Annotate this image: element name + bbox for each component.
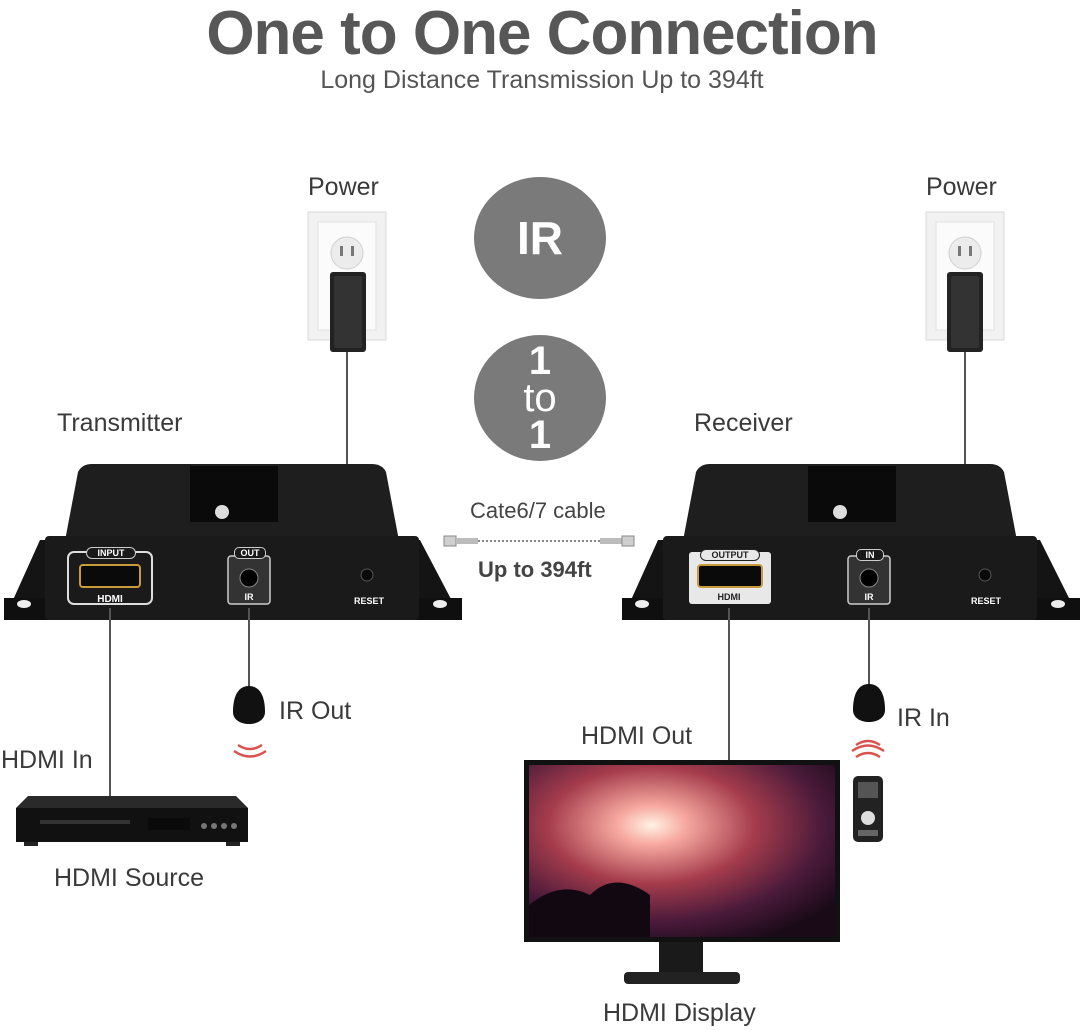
tx-port-out-label: OUT — [234, 547, 266, 559]
ratio-badge-top: 1 — [528, 339, 552, 383]
ratio-badge-bottom: 1 — [528, 413, 552, 457]
ir-badge: IR — [474, 177, 606, 299]
tx-port-ir-label: IR — [244, 592, 254, 602]
tx-port-input-label: INPUT — [86, 547, 136, 559]
rx-power-outlet — [925, 211, 1005, 352]
rx-reset-label: RESET — [970, 596, 1001, 606]
hdmi-display-label: HDMI Display — [603, 999, 756, 1027]
transmitter-label: Transmitter — [57, 409, 183, 437]
hdmi-display — [524, 760, 840, 984]
tx-reset-label: RESET — [353, 596, 384, 606]
rx-port-output-label: OUTPUT — [700, 549, 760, 561]
hdmi-source-label: HDMI Source — [54, 864, 205, 892]
cable-label: Cate6/7 cable — [470, 498, 606, 523]
hdmi-in-label: HDMI In — [1, 746, 93, 774]
page-title: One to One Connection — [206, 0, 878, 68]
tx-power-label: Power — [308, 173, 379, 201]
rx-power-label: Power — [926, 173, 997, 201]
network-cable — [443, 535, 635, 547]
ratio-badge: 1 to 1 — [474, 335, 606, 461]
tx-power-outlet — [307, 211, 387, 352]
cable-distance-label: Up to 394ft — [478, 557, 592, 582]
rx-port-hdmi-label: HDMI — [717, 592, 741, 602]
hdmi-source-player — [16, 796, 248, 846]
tx-port-hdmi-label: HDMI — [97, 594, 123, 605]
page-subtitle: Long Distance Transmission Up to 394ft — [320, 66, 764, 94]
transmitter-device — [4, 464, 462, 620]
ir-out-label: IR Out — [279, 697, 352, 725]
ir-emitter — [233, 686, 267, 758]
receiver-device — [622, 464, 1080, 620]
hdmi-out-label: HDMI Out — [581, 722, 693, 750]
ir-receiver-eye — [851, 684, 885, 759]
receiver-label: Receiver — [694, 409, 793, 437]
rx-port-in-label: IN — [856, 549, 884, 561]
ir-in-label: IR In — [897, 704, 950, 732]
ratio-badge-mid: to — [523, 376, 557, 420]
ir-badge-text: IR — [517, 212, 563, 264]
remote-control — [853, 776, 883, 842]
rx-port-ir-label: IR — [864, 592, 874, 602]
